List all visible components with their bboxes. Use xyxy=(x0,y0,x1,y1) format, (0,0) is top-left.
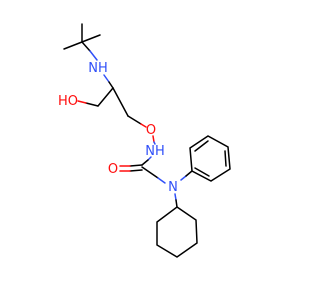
bond-nh-c2-c xyxy=(108,81,114,89)
phenyl-double-3 xyxy=(194,167,210,177)
atom-nitrogen-urea: N xyxy=(168,180,178,195)
atom-nh-amine: NH xyxy=(88,61,108,76)
bond-c3-oeth-c xyxy=(127,115,142,125)
bond-oeth-nh-o xyxy=(152,135,155,143)
cyclohexyl-ring xyxy=(156,206,198,258)
bond-c3-oeth-o xyxy=(140,123,147,128)
atom-ether-oxygen: O xyxy=(146,123,156,138)
bond-c2-c1 xyxy=(97,87,114,107)
atom-hydroxyl: HO xyxy=(58,94,78,109)
bond-nh-cc-c xyxy=(141,159,149,166)
bond-tbu-n-n xyxy=(89,50,98,61)
bond-c2-c3 xyxy=(112,87,129,117)
atom-nh-urea: NH xyxy=(145,144,165,159)
phenyl-ring xyxy=(189,135,231,182)
bond-tbu-me2 xyxy=(63,41,83,50)
bond-cc-n-c xyxy=(141,166,159,179)
bond-c1-o-o xyxy=(77,100,87,104)
bond-co-1c xyxy=(129,164,143,167)
phenyl-double-2 xyxy=(224,150,227,167)
structure-svg: NH HO O NH O N xyxy=(58,23,231,258)
phenyl-double-1 xyxy=(194,140,209,152)
bond-n-ph-n xyxy=(180,175,187,181)
bond-n-ph-c xyxy=(185,170,193,177)
molecule-diagram: NH HO O NH O N xyxy=(58,23,231,258)
bond-tbu-me3 xyxy=(81,34,101,43)
bond-nh-c2-n xyxy=(103,74,110,83)
bond-co-2c xyxy=(129,169,143,172)
bond-c1-o-c xyxy=(85,102,99,107)
bond-n-cy-c xyxy=(175,199,178,208)
bond-cc-n-n xyxy=(157,177,166,184)
bond-tbu-n-c xyxy=(81,41,91,52)
bond-oeth-nh-n xyxy=(153,141,156,145)
bond-n-cy-n xyxy=(174,193,177,201)
atom-carbonyl-oxygen: O xyxy=(108,162,118,177)
